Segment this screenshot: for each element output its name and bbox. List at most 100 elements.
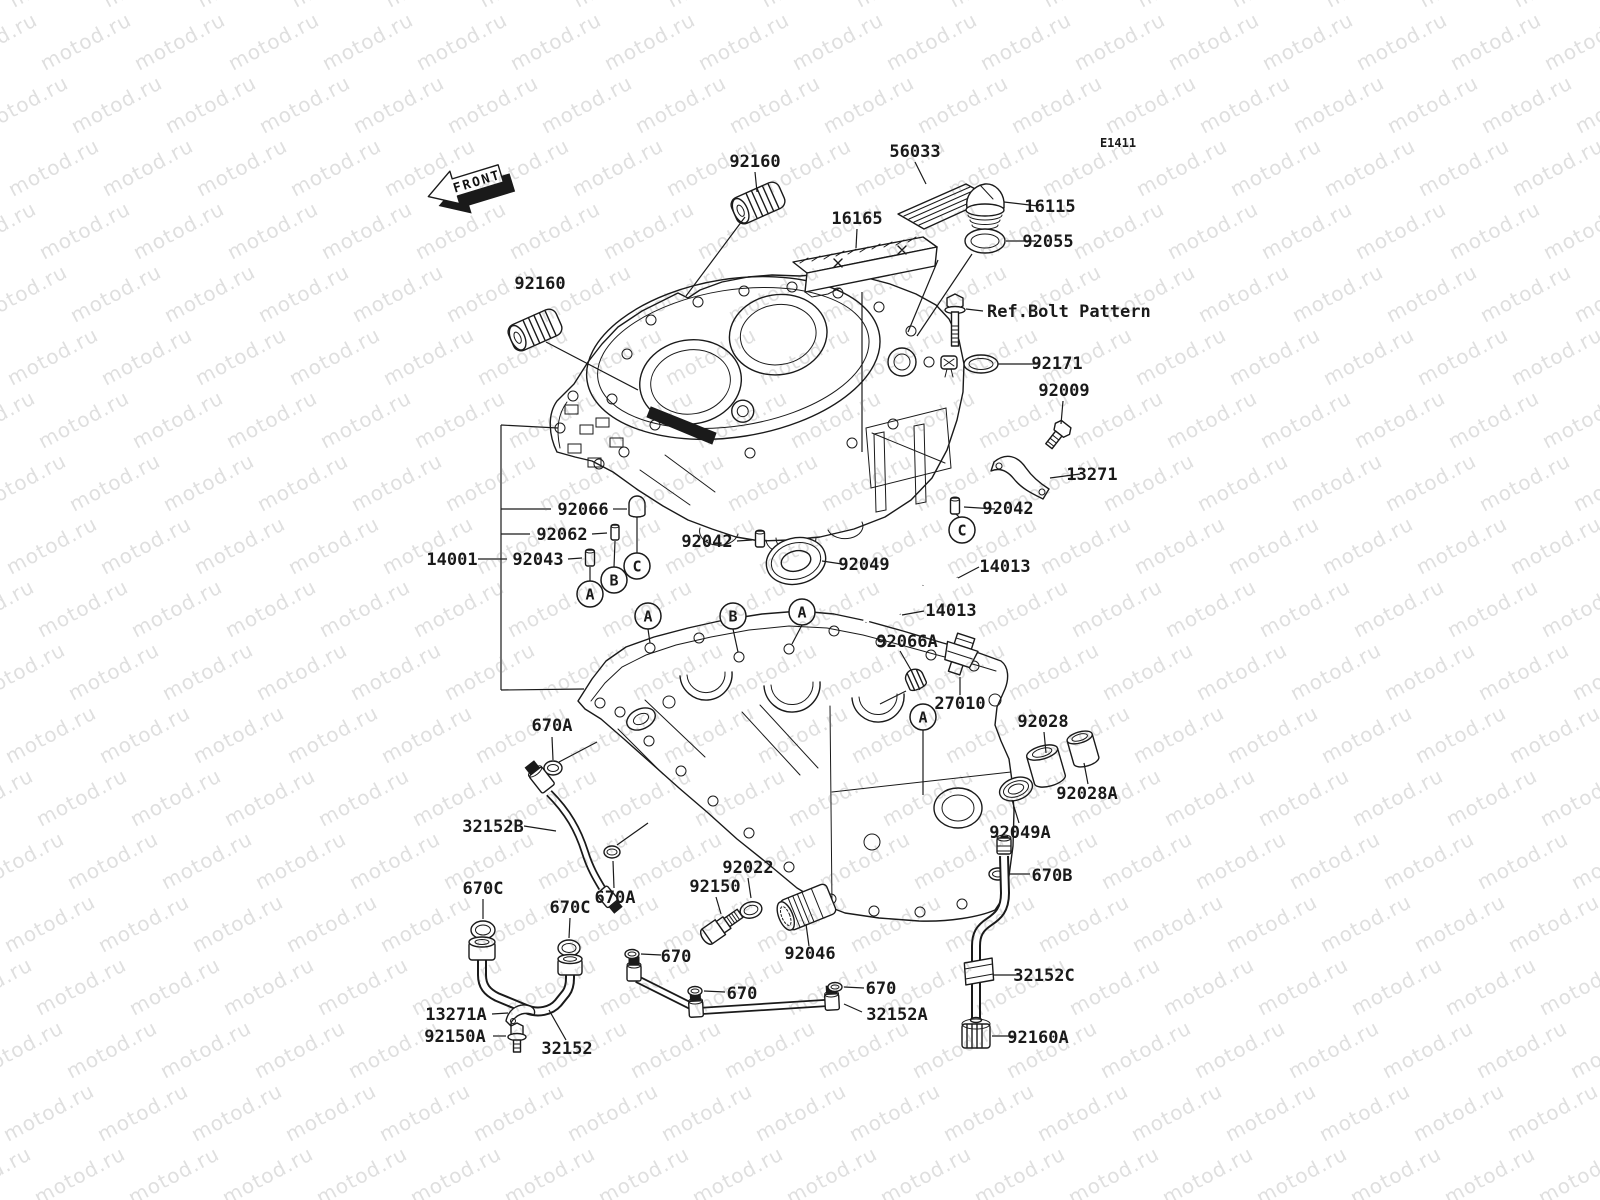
watermark-text: motod.ru [1539,196,1600,264]
watermark-text: motod.ru [1380,637,1479,705]
watermark-text: motod.ru [594,1141,693,1200]
part-92042-pin-right [949,496,961,515]
watermark-text: motod.ru [1474,637,1573,705]
callout-A: A [634,602,662,630]
part-label-670: 670 [866,979,897,999]
watermark-text: motod.ru [1069,196,1168,264]
watermark-text: motod.ru [36,7,135,75]
watermark-text: motod.ru [1509,0,1600,12]
watermark-text: motod.ru [1192,637,1291,705]
watermark-text: motod.ru [1411,700,1510,768]
watermark-text: motod.ru [0,259,71,327]
watermark-text: motod.ru [725,70,824,138]
watermark-text: motod.ru [67,70,166,138]
watermark-text: motod.ru [1191,826,1290,894]
watermark-text: motod.ru [1537,574,1600,642]
cylinder-deck [585,275,881,441]
watermark-text: motod.ru [318,7,417,75]
watermark-text: motod.ru [596,763,695,831]
part-label-670: 670 [661,947,692,967]
callout-A: A [909,703,937,731]
watermark-text: motod.ru [1536,763,1600,831]
watermark-text: motod.ru [64,637,163,705]
callout-B: B [600,566,628,594]
watermark-text: motod.ru [253,448,352,516]
watermark-text: motod.ru [316,385,415,453]
watermark-text: motod.ru [440,637,539,705]
part-92062-pin [610,523,620,541]
watermark-text: motod.ru [1160,763,1259,831]
watermark-text: motod.ru [1535,952,1600,1020]
part-14013-half-ring-upper [920,566,960,586]
part-32152C-pipe [963,834,1012,1024]
watermark-text: motod.ru [1256,385,1355,453]
watermark-text: motod.ru [30,1141,129,1200]
watermark-text: motod.ru [1446,7,1545,75]
watermark-text: motod.ru [286,133,385,201]
watermark-text: motod.ru [1127,1078,1226,1146]
watermark-text: motod.ru [2,511,101,579]
watermark-text: motod.ru [314,763,413,831]
callout-C: C [948,516,976,544]
watermark-text: motod.ru [1415,0,1514,12]
watermark-text: motod.ru [1286,637,1385,705]
part-92160-plug-top [730,181,786,225]
watermark-text: motod.ru [0,637,69,705]
watermark-text: motod.ru [1319,322,1418,390]
part-label-14001: 14001 [426,550,477,570]
part-label-Ref.Bolt Pattern: Ref.Bolt Pattern [987,302,1151,322]
watermark-text: motod.ru [1097,826,1196,894]
watermark-text: motod.ru [500,1141,599,1200]
part-label-670A: 670A [532,716,573,736]
watermark-text: motod.ru [1222,889,1321,957]
watermark-text: motod.ru [285,322,384,390]
watermark-text: motod.ru [192,133,291,201]
watermark-text: motod.ru [788,7,887,75]
part-92043-pin [584,548,596,567]
callout-C: C [623,552,651,580]
watermark-text: motod.ru [1159,952,1258,1020]
watermark-text: motod.ru [945,0,1044,12]
watermark-text: motod.ru [95,700,194,768]
part-92055-oring [964,228,1006,254]
watermark-text: motod.ru [65,448,164,516]
svg-text:B: B [728,608,737,626]
bearing-saddles [679,671,905,723]
watermark-text: motod.ru [1133,0,1232,12]
watermark-text: motod.ru [438,1015,537,1083]
watermark-text: motod.ru [0,70,72,138]
watermark-text: motod.ru [0,574,38,642]
watermark-text: motod.ru [96,511,195,579]
watermark-text: motod.ru [32,763,131,831]
watermark-text: motod.ru [506,7,605,75]
watermark-text: motod.ru [1568,637,1600,705]
watermark-text: motod.ru [3,322,102,390]
watermark-text: motod.ru [1193,448,1292,516]
watermark-text: motod.ru [63,826,162,894]
watermark-text: motod.ru [156,1015,255,1083]
watermark-text: motod.ru [312,1141,411,1200]
watermark-text: motod.ru [189,700,288,768]
watermark-text: motod.ru [475,0,574,12]
watermark-text: motod.ru [1064,1141,1163,1200]
watermark-text: motod.ru [0,889,99,957]
watermark-text: motod.ru [190,511,289,579]
watermark-text: motod.ru [1194,259,1293,327]
watermark-text: motod.ru [251,826,350,894]
part-label-92049: 92049 [838,555,889,575]
part-label-92171: 92171 [1031,354,1082,374]
part-92160-plug-left [507,308,563,352]
watermark-text: motod.ru [287,0,386,12]
watermark-text: motod.ru [1570,259,1600,327]
part-670C-oring-right [557,939,581,957]
watermark-text: motod.ru [599,196,698,264]
watermark-text: motod.ru [1158,1141,1257,1200]
part-92042-pin-left [754,529,766,548]
diagram-code: E1411 [1100,136,1136,150]
watermark-text: motod.ru [130,7,229,75]
watermark-text: motod.ru [1378,1015,1477,1083]
watermark-text: motod.ru [1538,385,1600,453]
watermark-text: motod.ru [1350,385,1449,453]
watermark-text: motod.ru [1254,763,1353,831]
